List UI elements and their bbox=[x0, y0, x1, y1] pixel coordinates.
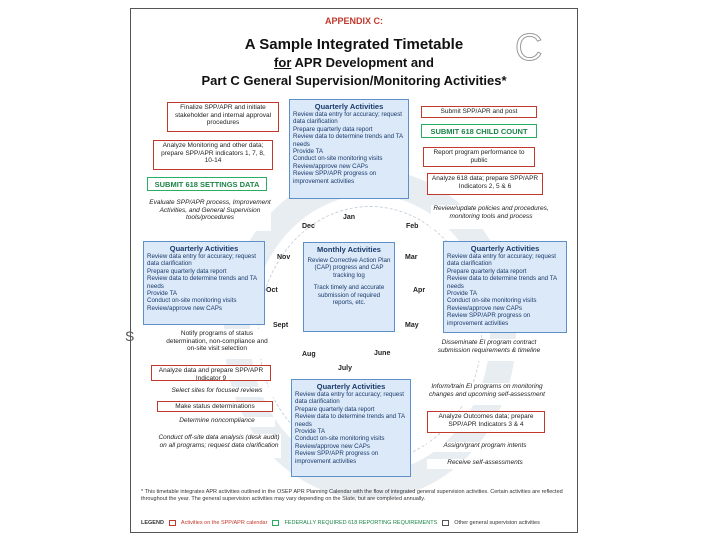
month-feb: Feb bbox=[406, 223, 419, 230]
title-for: for bbox=[274, 55, 292, 70]
month-july: July bbox=[338, 365, 353, 372]
quarterly-bottom-line-4: Provide TA bbox=[295, 428, 326, 436]
quarterly-left-line-3: Review data to determine trends and TA n… bbox=[147, 275, 257, 290]
quarterly-box-bottom: Quarterly Activities Review data entry f… bbox=[291, 379, 411, 477]
receive-self-assessments-box: Receive self-assessments bbox=[427, 459, 543, 469]
quarterly-bottom-line-7: Review SPP/APR progress on improvement a… bbox=[295, 450, 379, 465]
quarterly-right-line-5: Conduct on-site monitoring visits bbox=[447, 297, 537, 305]
quarterly-top-line-3: Review data to determine trends and TA n… bbox=[293, 133, 403, 148]
quarterly-top-line-4: Provide TA bbox=[293, 148, 324, 156]
disseminate-requirements-box: Disseminate EI program contract submissi… bbox=[431, 339, 547, 361]
quarterly-left-line-4: Provide TA bbox=[147, 290, 178, 298]
assign-intents-box: Assign/grant program intents bbox=[427, 442, 543, 452]
quarterly-top-line-1: Review data entry for accuracy; request … bbox=[293, 111, 403, 126]
appendix-label: APPENDIX C: bbox=[324, 16, 383, 26]
determine-noncompliance-box: Determine noncompliance bbox=[159, 417, 275, 427]
footnote: * This timetable integrates APR activiti… bbox=[141, 489, 563, 502]
legend: LEGEND Activities on the SPP/APR calenda… bbox=[141, 517, 569, 529]
quarterly-box-right: Quarterly Activities Review data entry f… bbox=[443, 241, 567, 333]
quarterly-heading-top: Quarterly Activities bbox=[314, 102, 384, 111]
monthly-line-1: Review Corrective Action Plan (CAP) prog… bbox=[307, 257, 391, 279]
title-line-2: for APR Development and bbox=[131, 55, 577, 70]
analyze-618-data-box: Analyze 618 data; prepare SPP/APR Indica… bbox=[427, 173, 543, 195]
stray-letter: S bbox=[125, 328, 135, 344]
quarterly-bottom-line-3: Review data to determine trends and TA n… bbox=[295, 413, 405, 428]
timetable-page: APPENDIX C: A Sample Integrated Timetabl… bbox=[130, 8, 578, 533]
legend-title: LEGEND bbox=[141, 520, 164, 526]
legend-plain-swatch bbox=[442, 520, 450, 526]
quarterly-right-line-1: Review data entry for accuracy; request … bbox=[447, 253, 557, 268]
month-sept: Sept bbox=[273, 322, 289, 329]
quarterly-right-line-3: Review data to determine trends and TA n… bbox=[447, 275, 557, 290]
quarterly-left-line-6: Review/approve new CAPs bbox=[147, 304, 222, 312]
legend-red-swatch bbox=[168, 520, 176, 526]
status-determination-box: Make status determinations bbox=[157, 401, 273, 412]
quarterly-heading-right: Quarterly Activities bbox=[470, 244, 540, 253]
month-apr: Apr bbox=[413, 287, 426, 294]
month-nov: Nov bbox=[277, 254, 291, 261]
quarterly-bottom-line-6: Review/approve new CAPs bbox=[295, 442, 370, 450]
submit-618-child-count-box: SUBMIT 618 CHILD COUNT bbox=[421, 124, 537, 138]
review-update-policies-box: Review/update policies and procedures, m… bbox=[431, 205, 551, 229]
legend-green-swatch bbox=[272, 520, 280, 526]
quarterly-top-line-2: Prepare quarterly data report bbox=[293, 125, 373, 133]
corner-letter: C bbox=[514, 27, 543, 70]
month-mar: Mar bbox=[405, 254, 418, 261]
submit-618-settings-box: SUBMIT 618 SETTINGS DATA bbox=[147, 177, 267, 191]
quarterly-bottom-line-2: Prepare quarterly data report bbox=[295, 405, 375, 413]
quarterly-right-line-6: Review/approve new CAPs bbox=[447, 304, 522, 312]
monthly-line-2: Track timely and accurate submission of … bbox=[313, 284, 385, 307]
month-jan: Jan bbox=[343, 214, 356, 221]
analyze-outcomes-box: Analyze Outcomes data; prepare SPP/APR I… bbox=[427, 411, 545, 433]
month-dec: Dec bbox=[302, 223, 315, 230]
analyze-monitoring-box: Analyze Monitoring and other data; prepa… bbox=[153, 140, 273, 170]
title-line-3: Part C General Supervision/Monitoring Ac… bbox=[201, 73, 507, 88]
offsite-analysis-box: Conduct off-site data analysis (desk aud… bbox=[157, 434, 281, 458]
quarterly-left-line-2: Prepare quarterly data report bbox=[147, 267, 227, 275]
quarterly-right-line-7: Review SPP/APR progress on improvement a… bbox=[447, 312, 531, 327]
quarterly-right-line-2: Prepare quarterly data report bbox=[447, 267, 527, 275]
month-may: May bbox=[405, 322, 419, 329]
quarterly-box-top: Quarterly Activities Review data entry f… bbox=[289, 99, 409, 199]
notify-programs-box: Notify programs of status determination,… bbox=[161, 329, 273, 359]
quarterly-heading-bottom: Quarterly Activities bbox=[316, 382, 386, 391]
month-june: June bbox=[374, 350, 391, 357]
title-line-1: A Sample Integrated Timetable bbox=[244, 36, 464, 53]
quarterly-left-line-1: Review data entry for accuracy; request … bbox=[147, 253, 257, 268]
legend-plain-label: Other general supervision activities bbox=[454, 520, 540, 526]
quarterly-bottom-line-1: Review data entry for accuracy; request … bbox=[295, 391, 405, 406]
evaluate-process-box: Evaluate SPP/APR process, Improvement Ac… bbox=[149, 199, 271, 231]
legend-green-label: FEDERALLY REQUIRED 618 REPORTING REQUIRE… bbox=[284, 520, 438, 526]
title-line-2-rest: APR Development and bbox=[291, 55, 434, 70]
quarterly-heading-left: Quarterly Activities bbox=[169, 244, 239, 253]
quarterly-left-line-5: Conduct on-site monitoring visits bbox=[147, 297, 237, 305]
quarterly-top-line-5: Conduct on-site monitoring visits bbox=[293, 155, 383, 163]
inform-train-box: Inform/train EI programs on monitoring c… bbox=[427, 383, 547, 405]
monthly-box: Monthly Activities Review Corrective Act… bbox=[303, 242, 395, 332]
finalize-spp-box: Finalize SPP/APR and initiate stakeholde… bbox=[167, 102, 279, 132]
analyze-indicator-9-box: Analyze data and prepare SPP/APR Indicat… bbox=[151, 365, 271, 382]
quarterly-box-left: Quarterly Activities Review data entry f… bbox=[143, 241, 265, 325]
month-oct: Oct bbox=[266, 287, 278, 294]
quarterly-top-line-7: Review SPP/APR progress on improvement a… bbox=[293, 170, 377, 185]
quarterly-right-line-4: Provide TA bbox=[447, 290, 478, 298]
month-aug: Aug bbox=[302, 351, 316, 358]
select-sites-box: Select sites for focused reviews bbox=[159, 387, 275, 397]
legend-red-label: Activities on the SPP/APR calendar bbox=[180, 520, 268, 526]
report-public-box: Report program performance to public bbox=[423, 147, 535, 167]
submit-spp-post-box: Submit SPP/APR and post bbox=[421, 106, 537, 118]
quarterly-top-line-6: Review/approve new CAPs bbox=[293, 162, 368, 170]
monthly-heading: Monthly Activities bbox=[317, 245, 381, 254]
quarterly-bottom-line-5: Conduct on-site monitoring visits bbox=[295, 435, 385, 443]
